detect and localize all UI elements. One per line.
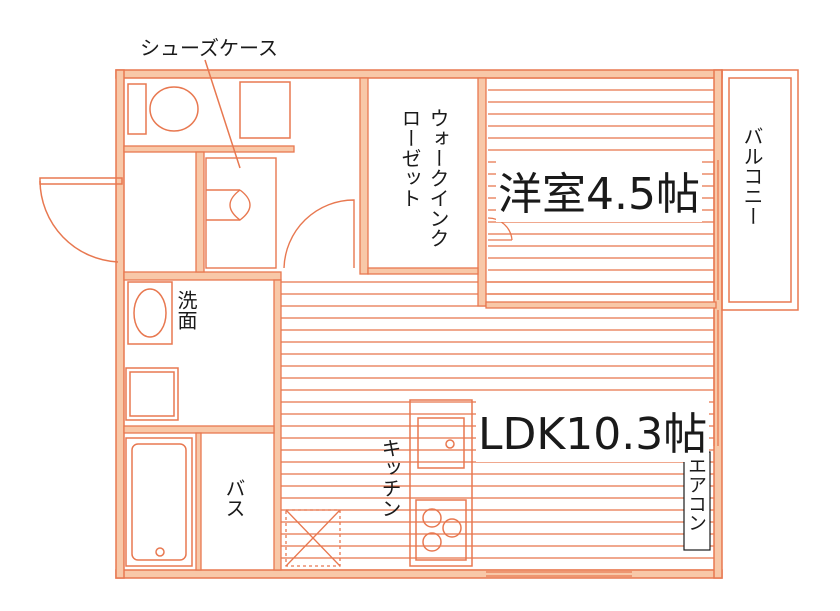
kitchen-label: キッチン [378,438,402,518]
bedroom-label: 洋室4.5帖 [496,158,702,222]
walk-in-closet-label: ウォークインクローゼット [396,98,452,258]
storage-box [285,509,341,567]
air-conditioner-unit [683,451,711,551]
balcony-floor [724,76,792,302]
washroom-label: 洗面 [174,290,198,330]
washroom-fixtures [125,281,179,421]
windows [486,160,719,577]
balcony-outline [721,69,799,311]
air-conditioner-label: エアコン [685,456,707,532]
shoe-case-area [204,59,277,269]
shoe-case-label: シューズケース [140,36,278,60]
bathtub [125,437,193,567]
toilet [127,81,291,139]
interior-walls [123,77,717,571]
balcony-label: バルコニー [740,126,764,226]
closet-door [487,217,513,241]
entrance-door [39,177,123,263]
kitchen-counter [409,399,473,567]
hall-door [283,199,355,269]
ldk-label: LDK10.3帖 [476,398,710,462]
walk-in-closet-text: ウォークインクローゼット [398,108,450,248]
bath-label: バス [222,478,246,518]
